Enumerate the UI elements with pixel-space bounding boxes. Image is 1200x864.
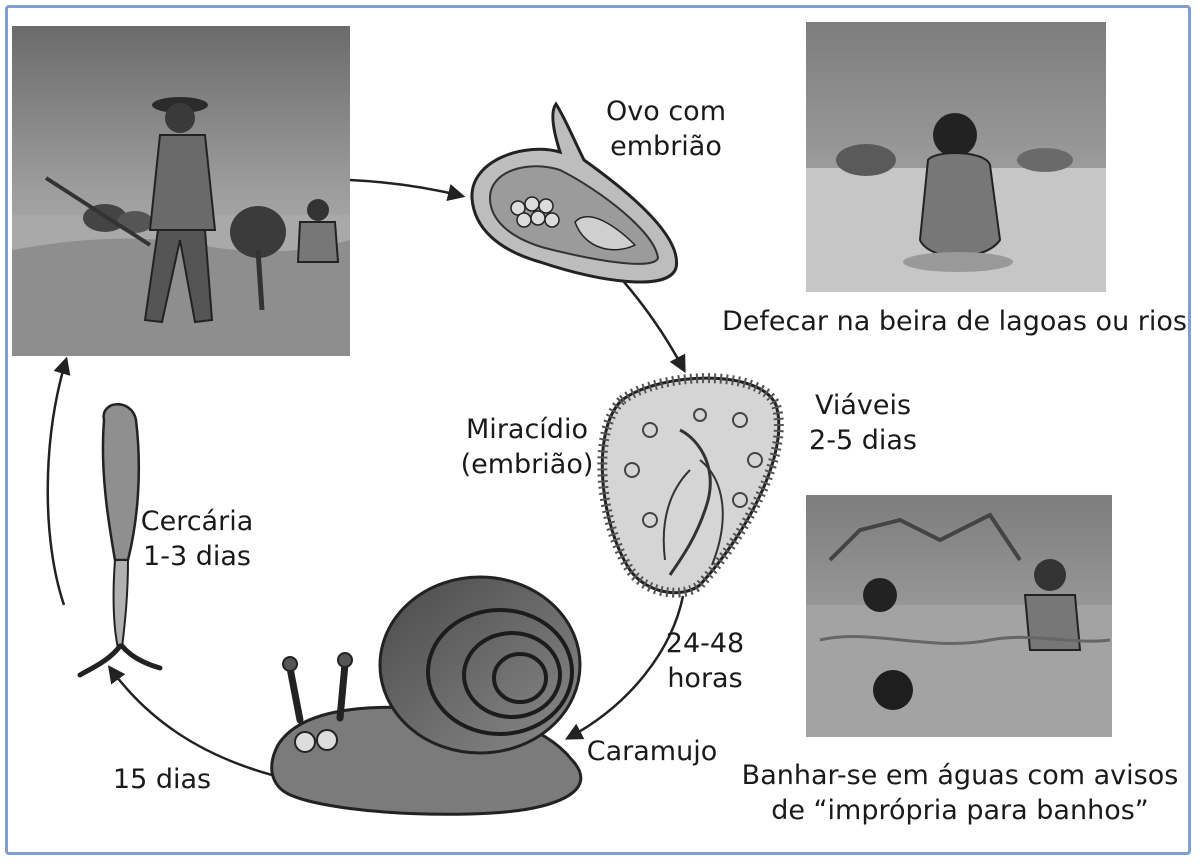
snail-illustration [270,575,583,816]
miracidium-illustration [597,373,784,598]
arrow-scene-to-egg [349,178,466,202]
cercaria-illustration [77,403,163,678]
cycle-arrows [46,178,686,777]
15-days-label: 15 dias [112,764,212,795]
egg-illustration [470,101,679,284]
bathing-scene-image [806,495,1112,737]
snail-label: Caramujo [586,736,718,767]
farmer-scene-image [12,26,350,356]
defecating-scene-image [806,22,1106,292]
miracidium-label: Miracídio(embrião) [460,414,594,480]
arrow-egg-to-miracidium [623,281,686,374]
arrow-miracidium-to-snail [564,595,685,740]
arrow-cercaria-to-scene [46,356,71,606]
arrow-snail-to-cercaria [107,665,273,777]
defecate-caption: Defecar na beira de lagoas ou rios [722,306,1187,337]
